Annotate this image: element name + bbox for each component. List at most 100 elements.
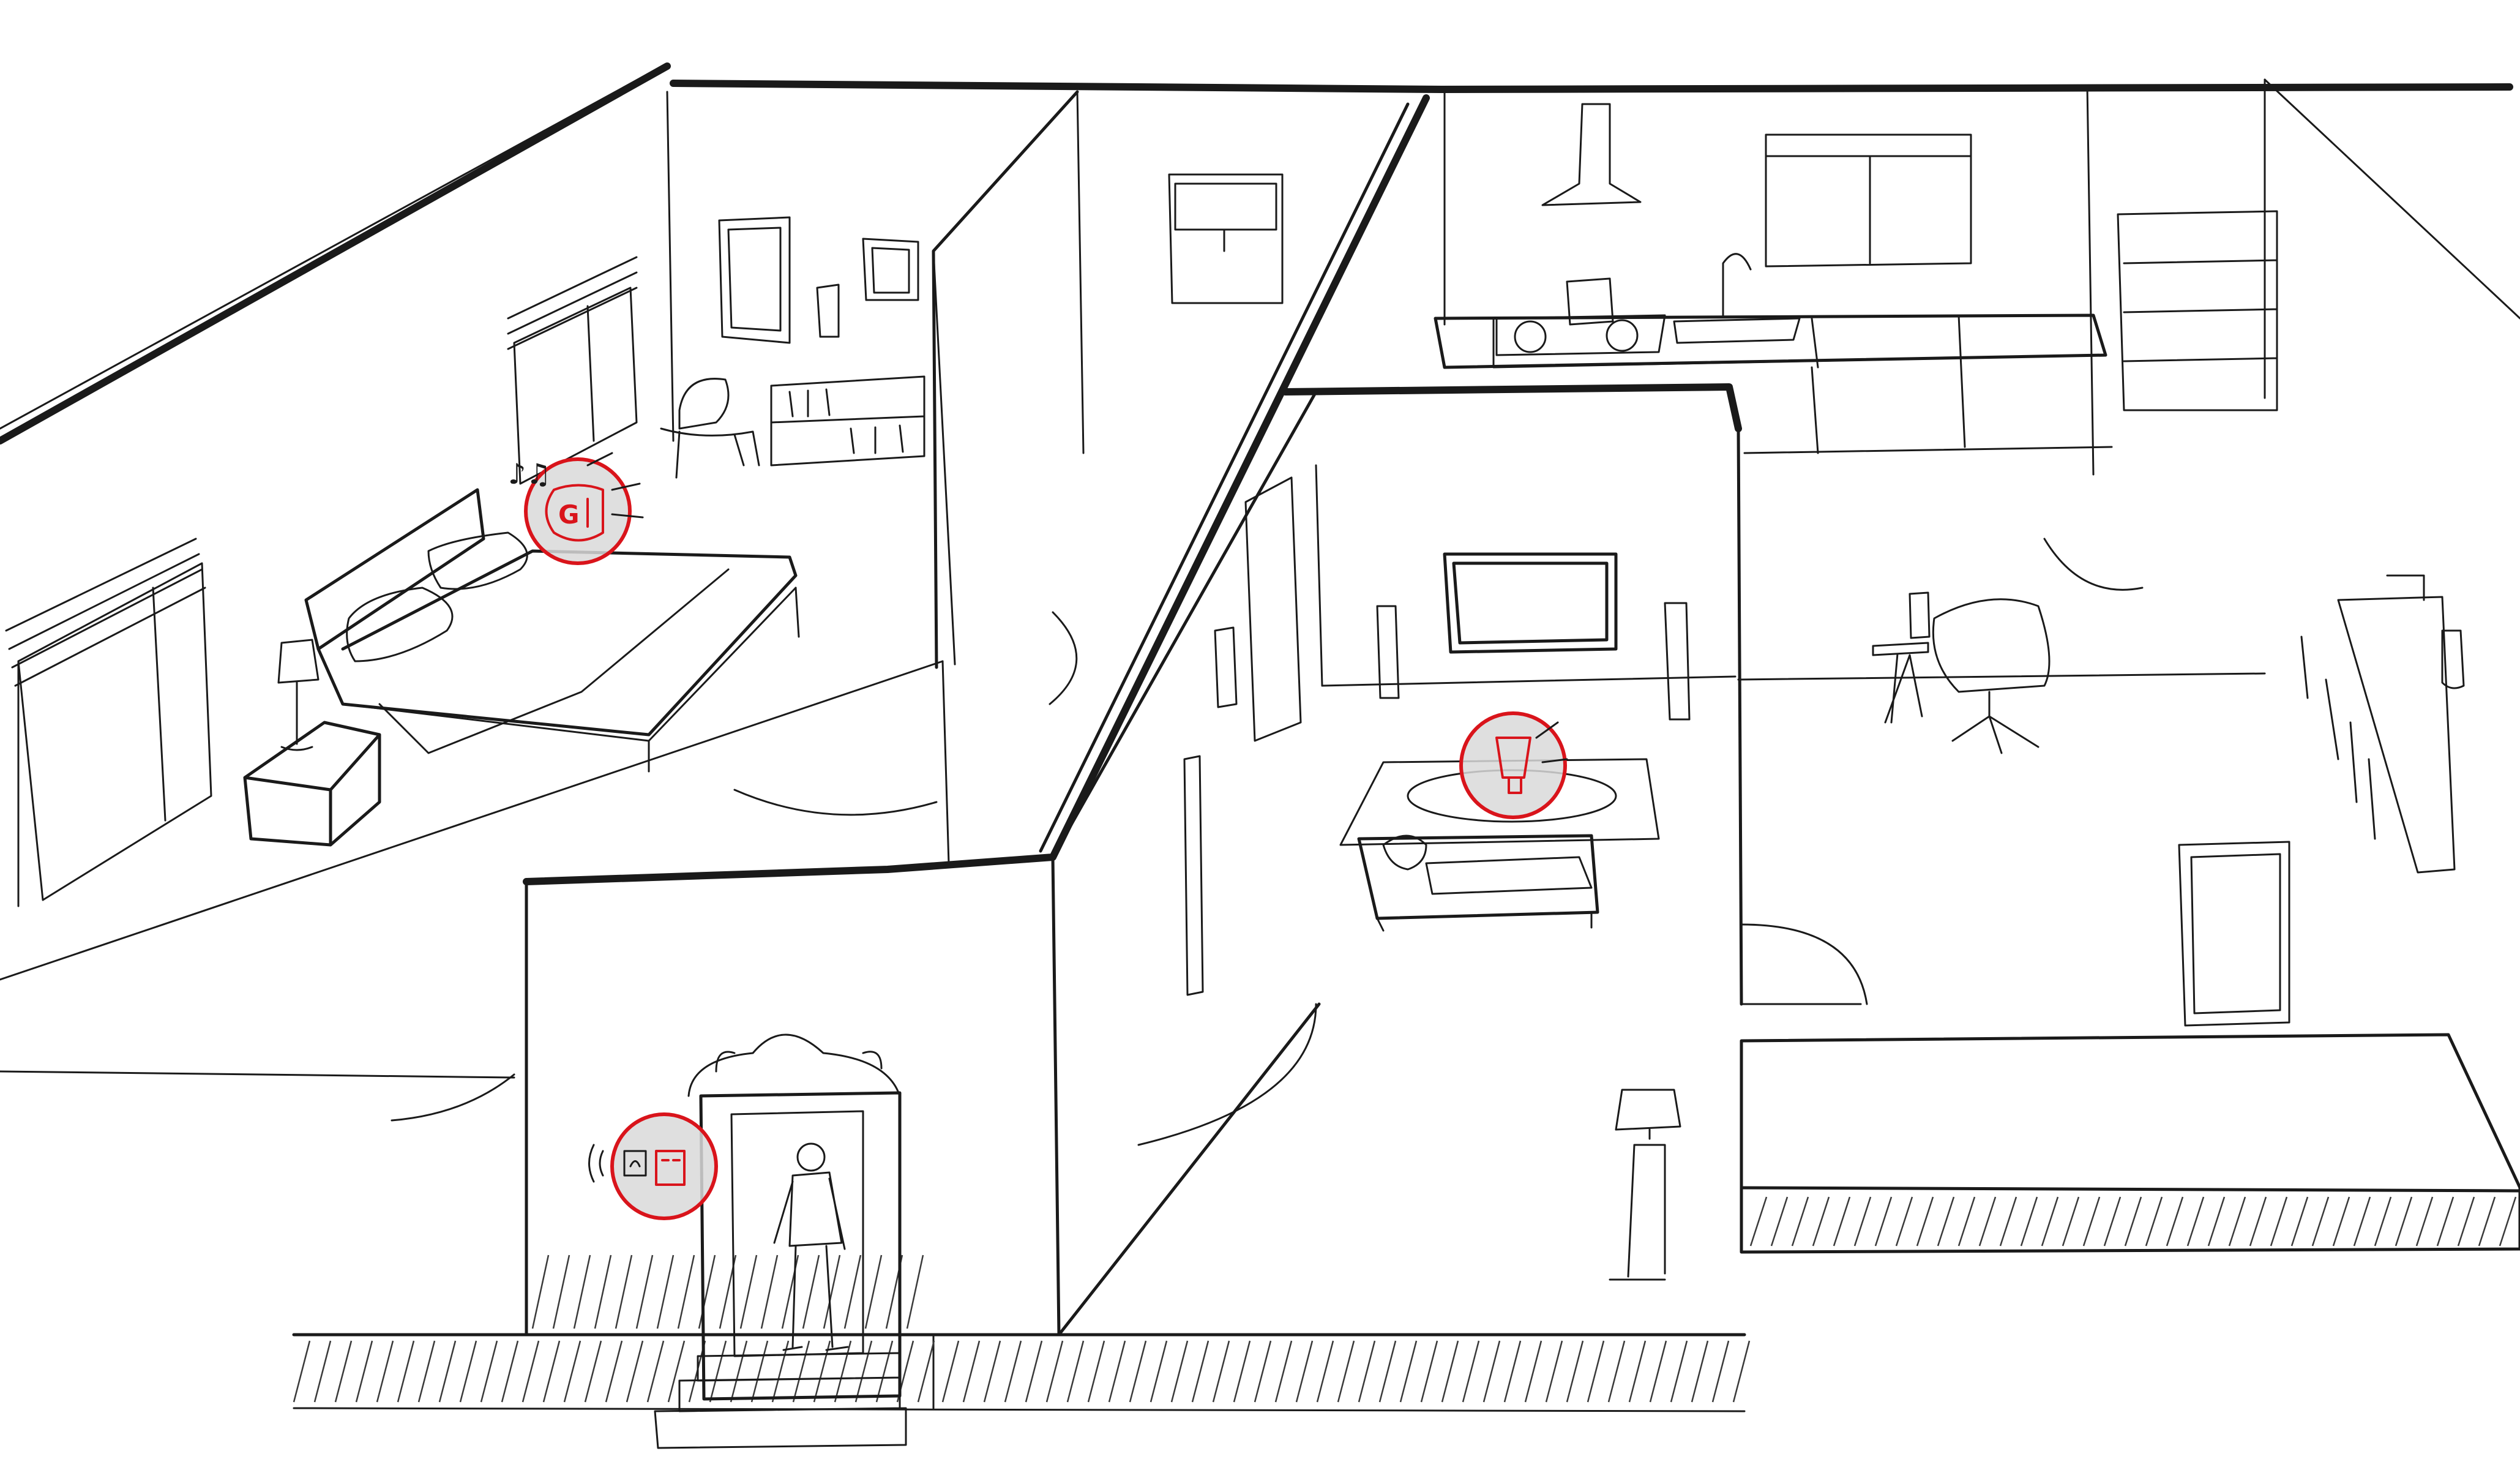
floor-hatch-stroke [1254,1340,1272,1403]
floor-hatch-stroke [417,1340,436,1403]
floor-hatch-stroke [802,1254,820,1329]
floor-hatch-stroke [459,1340,477,1403]
entrance [654,1033,907,1449]
floor-hatch-stroke [1066,1340,1085,1403]
floor-hatch-stroke [2186,1196,2205,1247]
floor-hatch-stroke [2062,1196,2080,1247]
floor-hatch-stroke [1649,1340,1667,1403]
floor-hatch-stroke [813,1340,831,1403]
floor-hatch-stroke [656,1254,675,1329]
floor-hatch-stroke [1957,1196,1976,1247]
floor-hatch-stroke [605,1340,623,1403]
floor-hatch-stroke [1337,1340,1355,1403]
floor-hatch-stroke [2457,1196,2475,1247]
floor-hatch-stroke [1378,1340,1397,1403]
floor-hatch-stroke [1108,1340,1126,1403]
floor-hatch-stroke [677,1254,695,1329]
hotspot-front-door-video-doorbell[interactable] [588,1112,718,1220]
floor-hatch-stroke [1170,1340,1189,1403]
floor-hatch-stroke [1420,1340,1438,1403]
floor-hatch-stroke [1441,1340,1459,1403]
smart-lamp-icon [1495,737,1531,794]
floor-hatch-stroke [2145,1196,2163,1247]
floor-hatch-stroke [480,1340,498,1403]
floor-hatch-stroke [376,1340,394,1403]
house-structure [0,62,2520,1412]
floor-hatch-stroke [843,1254,862,1329]
floor-hatch-stroke [864,1254,883,1329]
floor-hatch-stroke [750,1340,769,1403]
hallway [941,173,1284,864]
floor-hatch-stroke [2020,1196,2038,1247]
floor-hatch-stroke [760,1254,779,1329]
floor-hatch-stroke [1812,1196,1830,1247]
floor-hatch-stroke [615,1254,633,1329]
floor-hatch-stroke [667,1340,686,1403]
floor-hatch-stroke [2124,1196,2142,1247]
floor-hatch-stroke [2166,1196,2184,1247]
floor-hatch-stroke [962,1340,981,1403]
floor-hatch-stroke [438,1340,457,1403]
floor-hatch-stroke [1462,1340,1480,1403]
floor-hatch-stroke [2415,1196,2434,1247]
floor-hatch-stroke [1833,1196,1851,1247]
floor-hatch-stroke [983,1340,1001,1403]
floor-hatch-stroke [1274,1340,1293,1403]
floor-hatch-stroke [1628,1340,1647,1403]
floor-hatch-stroke [626,1340,644,1403]
floor-hatch-stroke [2311,1196,2330,1247]
floor-hatch-stroke [1524,1340,1542,1403]
floor-hatch-stroke [2041,1196,2059,1247]
floor-hatch-stroke [1399,1340,1418,1403]
floor-hatch-stroke [1025,1340,1043,1403]
smart-speaker-icon [545,484,604,542]
bedroom [5,216,925,907]
floor-hatch-stroke [584,1340,602,1403]
floor-hatch-stroke [854,1340,873,1403]
floor-hatch-stroke [2436,1196,2455,1247]
floor-hatching [293,1196,2517,1403]
floor-hatch-stroke [1004,1340,1022,1403]
hotspot-living-room-smart-lamp[interactable] [1459,711,1568,819]
floor-hatch-stroke [293,1340,311,1403]
floor-hatch-stroke [834,1340,852,1403]
kitchen [1434,103,2278,454]
floor-hatch-stroke [646,1340,665,1403]
floor-hatch-stroke [552,1254,570,1329]
floor-hatch-stroke [313,1340,332,1403]
living-room [1183,476,2051,1281]
floor-hatch-stroke [635,1254,654,1329]
floor-hatch-stroke [906,1254,924,1329]
floor-hatch-stroke [1978,1196,1997,1247]
floor-hatch-stroke [2270,1196,2288,1247]
floor-hatch-stroke [2374,1196,2392,1247]
music-notes-decoration: ♪♫ [508,457,551,490]
floor-hatch-stroke [1087,1340,1105,1403]
floor-hatch-stroke [2332,1196,2350,1247]
floor-hatch-stroke [2499,1196,2517,1247]
floor-hatch-stroke [1358,1340,1376,1403]
floor-hatch-stroke [1749,1196,1768,1247]
floor-hatch-stroke [792,1340,810,1403]
floor-hatch-stroke [2395,1196,2413,1247]
floor-hatch-stroke [2478,1196,2496,1247]
floor-hatch-stroke [1937,1196,1955,1247]
floor-hatch-stroke [1045,1340,1064,1403]
floor-hatch-stroke [1316,1340,1334,1403]
floor-hatch-stroke [1791,1196,1809,1247]
floor-hatch-stroke [1670,1340,1688,1403]
floor-hatch-stroke [2353,1196,2371,1247]
floor-hatch-stroke [1129,1340,1147,1403]
floor-hatch-stroke [1566,1340,1584,1403]
floor-hatch-stroke [522,1340,540,1403]
video-doorbell-icon [655,1150,686,1186]
speaker-brand-glyph: G [558,500,579,530]
floor-hatch-stroke [823,1254,841,1329]
dining-area [2178,574,2465,1027]
floor-hatch-stroke [1895,1196,1913,1247]
floor-hatch-stroke [542,1340,561,1403]
floor-hatch-stroke [1233,1340,1251,1403]
floor-hatch-stroke [1482,1340,1501,1403]
floor-hatch-stroke [941,1340,960,1403]
hotspot-bedroom-smart-speaker[interactable]: G [524,452,644,565]
